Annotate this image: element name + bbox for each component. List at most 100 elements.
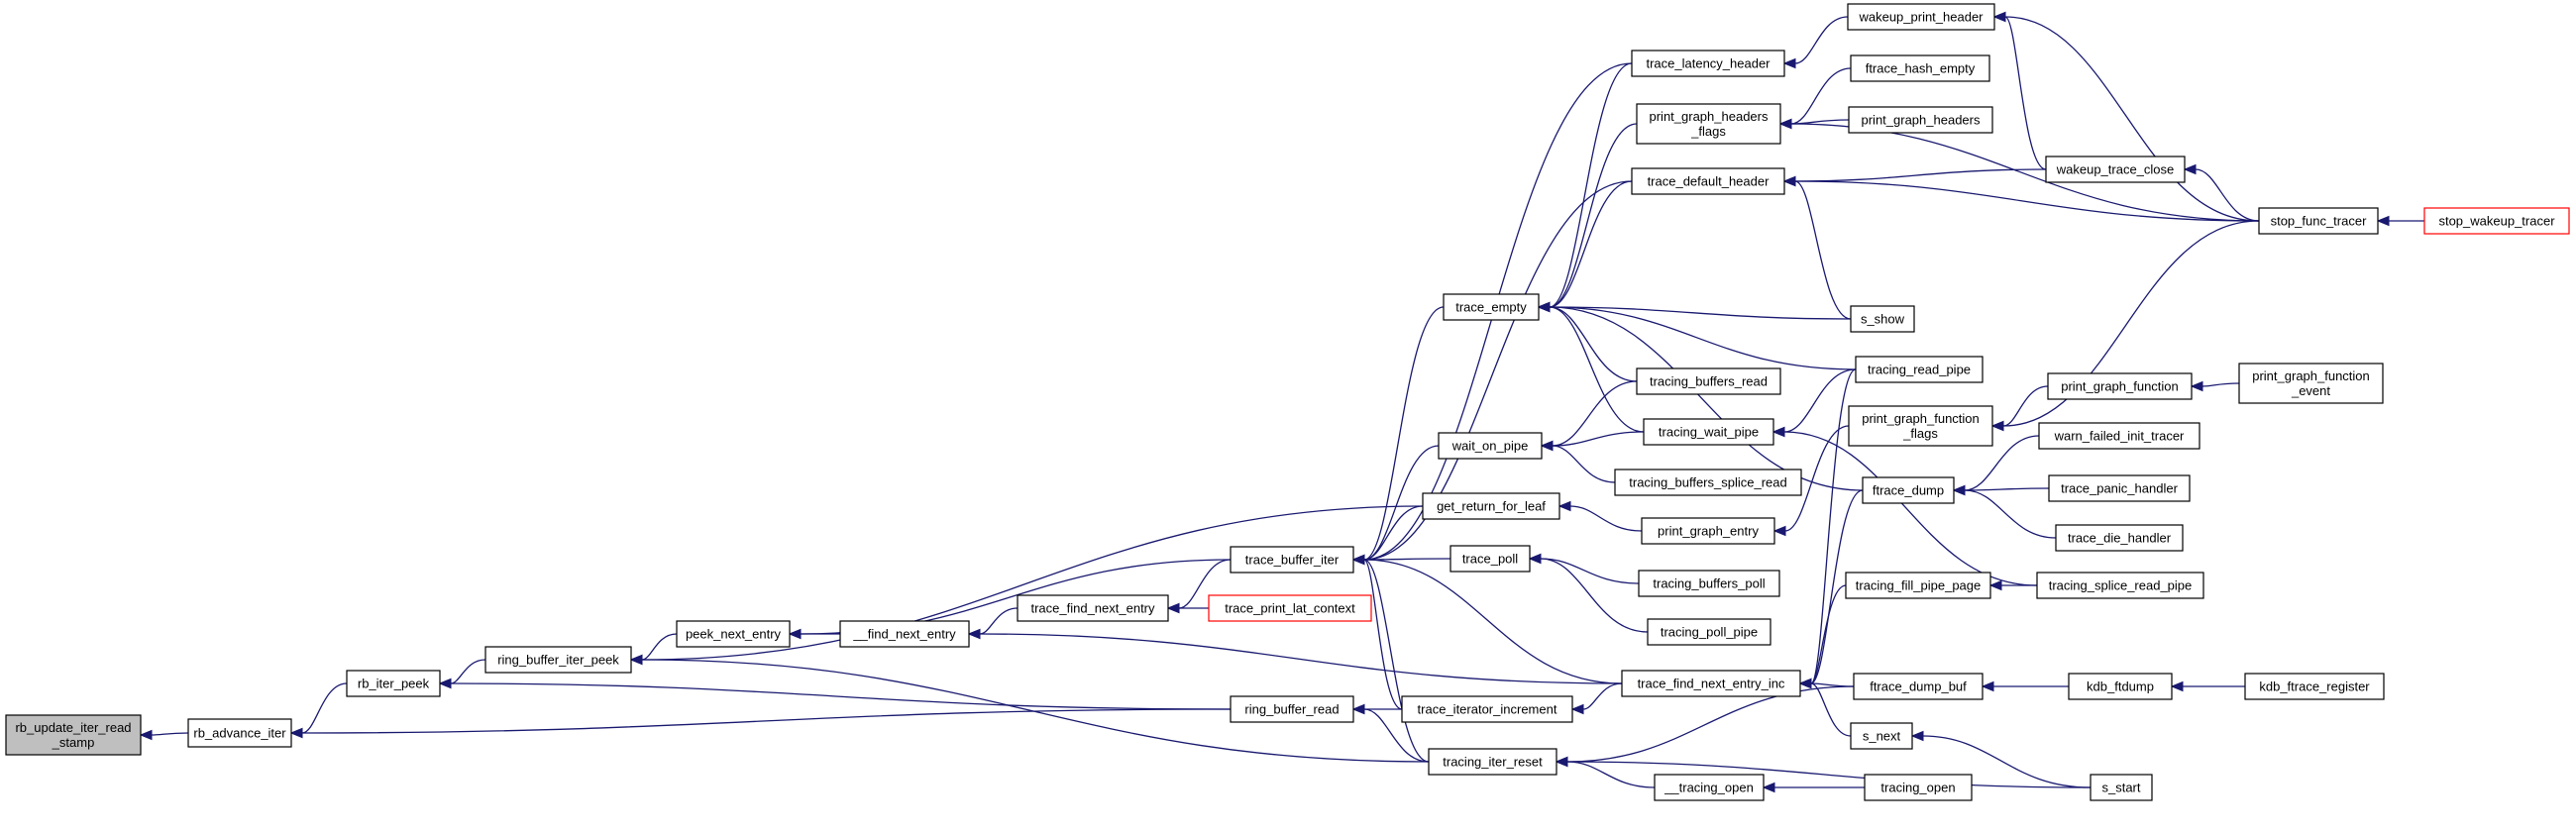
node-print-graph-function-flags[interactable]: print_graph_function_flags [1848, 405, 1993, 447]
node-tracing-splice-read-pipe[interactable]: tracing_splice_read_pipe [2036, 572, 2204, 599]
node-wait-on-pipe[interactable]: wait_on_pipe [1438, 432, 1543, 460]
node-print-graph-function-event[interactable]: print_graph_function_event [2238, 363, 2384, 404]
node-box[interactable] [1443, 293, 1540, 321]
node-box[interactable] [1847, 3, 1995, 31]
node-box[interactable] [1017, 594, 1169, 622]
node-box[interactable] [1636, 367, 1781, 395]
node-tracing-buffers-read[interactable]: tracing_buffers_read [1636, 367, 1781, 395]
node-box[interactable] [1449, 545, 1531, 573]
node-box[interactable] [2244, 673, 2385, 700]
node-box[interactable] [1643, 418, 1774, 446]
node-rb-iter-peek[interactable]: rb_iter_peek [346, 670, 441, 697]
node-box[interactable] [1864, 774, 1973, 801]
node-box[interactable] [2090, 774, 2153, 801]
node-box[interactable] [1208, 594, 1372, 622]
node-box[interactable] [2238, 363, 2384, 404]
node-box[interactable] [346, 670, 441, 697]
node-box[interactable] [1853, 673, 1984, 700]
node-box[interactable] [1654, 774, 1765, 801]
node-wakeup-print-header[interactable]: wakeup_print_header [1847, 3, 1995, 31]
node-box[interactable] [2423, 207, 2570, 235]
node-box[interactable] [1631, 50, 1785, 77]
node-box[interactable] [187, 718, 292, 748]
node-box[interactable] [2038, 422, 2200, 450]
node-kdb-ftdump[interactable]: kdb_ftdump [2068, 673, 2173, 700]
node-trace-iterator-increment[interactable]: trace_iterator_increment [1401, 695, 1573, 723]
node-box[interactable] [1428, 748, 1557, 776]
node-box[interactable] [2055, 524, 2184, 552]
node-box[interactable] [2068, 673, 2173, 700]
node-box[interactable] [1848, 405, 1993, 447]
node-box[interactable] [2036, 572, 2204, 599]
node-trace-die-handler[interactable]: trace_die_handler [2055, 524, 2184, 552]
node-trace-find-next-entry-inc[interactable]: trace_find_next_entry_inc [1621, 670, 1801, 697]
node-s-show[interactable]: s_show [1850, 305, 1915, 333]
node---find-next-entry[interactable]: __find_next_entry [839, 620, 970, 648]
node-box[interactable] [1230, 695, 1354, 723]
node-box[interactable] [5, 714, 142, 756]
node-box[interactable] [1636, 103, 1781, 145]
node-ftrace-dump[interactable]: ftrace_dump [1862, 476, 1955, 504]
node-tracing-fill-pipe-page[interactable]: tracing_fill_pipe_page [1845, 572, 1991, 599]
node-box[interactable] [1845, 572, 1991, 599]
node-s-start[interactable]: s_start [2090, 774, 2153, 801]
node-box[interactable] [1614, 469, 1802, 496]
node-ftrace-dump-buf[interactable]: ftrace_dump_buf [1853, 673, 1984, 700]
node-box[interactable] [1438, 432, 1543, 460]
node-ring-buffer-read[interactable]: ring_buffer_read [1230, 695, 1354, 723]
node-tracing-iter-reset[interactable]: tracing_iter_reset [1428, 748, 1557, 776]
node-print-graph-headers[interactable]: print_graph_headers [1848, 106, 1993, 134]
node-trace-empty[interactable]: trace_empty [1443, 293, 1540, 321]
node-tracing-buffers-splice-read[interactable]: tracing_buffers_splice_read [1614, 469, 1802, 496]
node-box[interactable] [1647, 618, 1771, 646]
node-get-return-for-leaf[interactable]: get_return_for_leaf [1422, 492, 1560, 520]
node---tracing-open[interactable]: __tracing_open [1654, 774, 1765, 801]
node-box[interactable] [2045, 156, 2186, 183]
node-print-graph-function[interactable]: print_graph_function [2047, 372, 2193, 400]
node-trace-latency-header[interactable]: trace_latency_header [1631, 50, 1785, 77]
node-wakeup-trace-close[interactable]: wakeup_trace_close [2045, 156, 2186, 183]
node-trace-find-next-entry[interactable]: trace_find_next_entry [1017, 594, 1169, 622]
node-box[interactable] [2048, 474, 2191, 502]
node-box[interactable] [2258, 207, 2379, 235]
node-box[interactable] [1641, 517, 1775, 545]
node-box[interactable] [1401, 695, 1573, 723]
node-box[interactable] [1422, 492, 1560, 520]
node-box[interactable] [1850, 54, 1990, 82]
node-trace-buffer-iter[interactable]: trace_buffer_iter [1230, 546, 1354, 574]
node-warn-failed-init-tracer[interactable]: warn_failed_init_tracer [2038, 422, 2200, 450]
node-print-graph-entry[interactable]: print_graph_entry [1641, 517, 1775, 545]
node-box[interactable] [1230, 546, 1354, 574]
node-tracing-wait-pipe[interactable]: tracing_wait_pipe [1643, 418, 1774, 446]
node-box[interactable] [1862, 476, 1955, 504]
node-box[interactable] [1850, 722, 1913, 750]
node-ring-buffer-iter-peek[interactable]: ring_buffer_iter_peek [484, 646, 632, 674]
node-kdb-ftrace-register[interactable]: kdb_ftrace_register [2244, 673, 2385, 700]
node-tracing-open[interactable]: tracing_open [1864, 774, 1973, 801]
node-box[interactable] [2047, 372, 2193, 400]
node-trace-print-lat-context[interactable]: trace_print_lat_context [1208, 594, 1372, 622]
node-box[interactable] [484, 646, 632, 674]
node-s-next[interactable]: s_next [1850, 722, 1913, 750]
node-rb-advance-iter[interactable]: rb_advance_iter [187, 718, 292, 748]
node-box[interactable] [1848, 106, 1993, 134]
node-peek-next-entry[interactable]: peek_next_entry [676, 620, 791, 648]
node-box[interactable] [1621, 670, 1801, 697]
node-box[interactable] [839, 620, 970, 648]
node-tracing-poll-pipe[interactable]: tracing_poll_pipe [1647, 618, 1771, 646]
node-stop-wakeup-tracer[interactable]: stop_wakeup_tracer [2423, 207, 2570, 235]
node-ftrace-hash-empty[interactable]: ftrace_hash_empty [1850, 54, 1990, 82]
node-rb-update-iter-read-stamp[interactable]: rb_update_iter_read_stamp [5, 714, 142, 756]
node-print-graph-headers-flags[interactable]: print_graph_headers_flags [1636, 103, 1781, 145]
node-box[interactable] [1638, 570, 1780, 597]
node-trace-default-header[interactable]: trace_default_header [1631, 167, 1785, 195]
node-box[interactable] [1631, 167, 1785, 195]
node-trace-panic-handler[interactable]: trace_panic_handler [2048, 474, 2191, 502]
node-tracing-buffers-poll[interactable]: tracing_buffers_poll [1638, 570, 1780, 597]
node-box[interactable] [676, 620, 791, 648]
node-stop-func-tracer[interactable]: stop_func_tracer [2258, 207, 2379, 235]
node-tracing-read-pipe[interactable]: tracing_read_pipe [1855, 356, 1984, 383]
node-trace-poll[interactable]: trace_poll [1449, 545, 1531, 573]
node-box[interactable] [1855, 356, 1984, 383]
node-box[interactable] [1850, 305, 1915, 333]
